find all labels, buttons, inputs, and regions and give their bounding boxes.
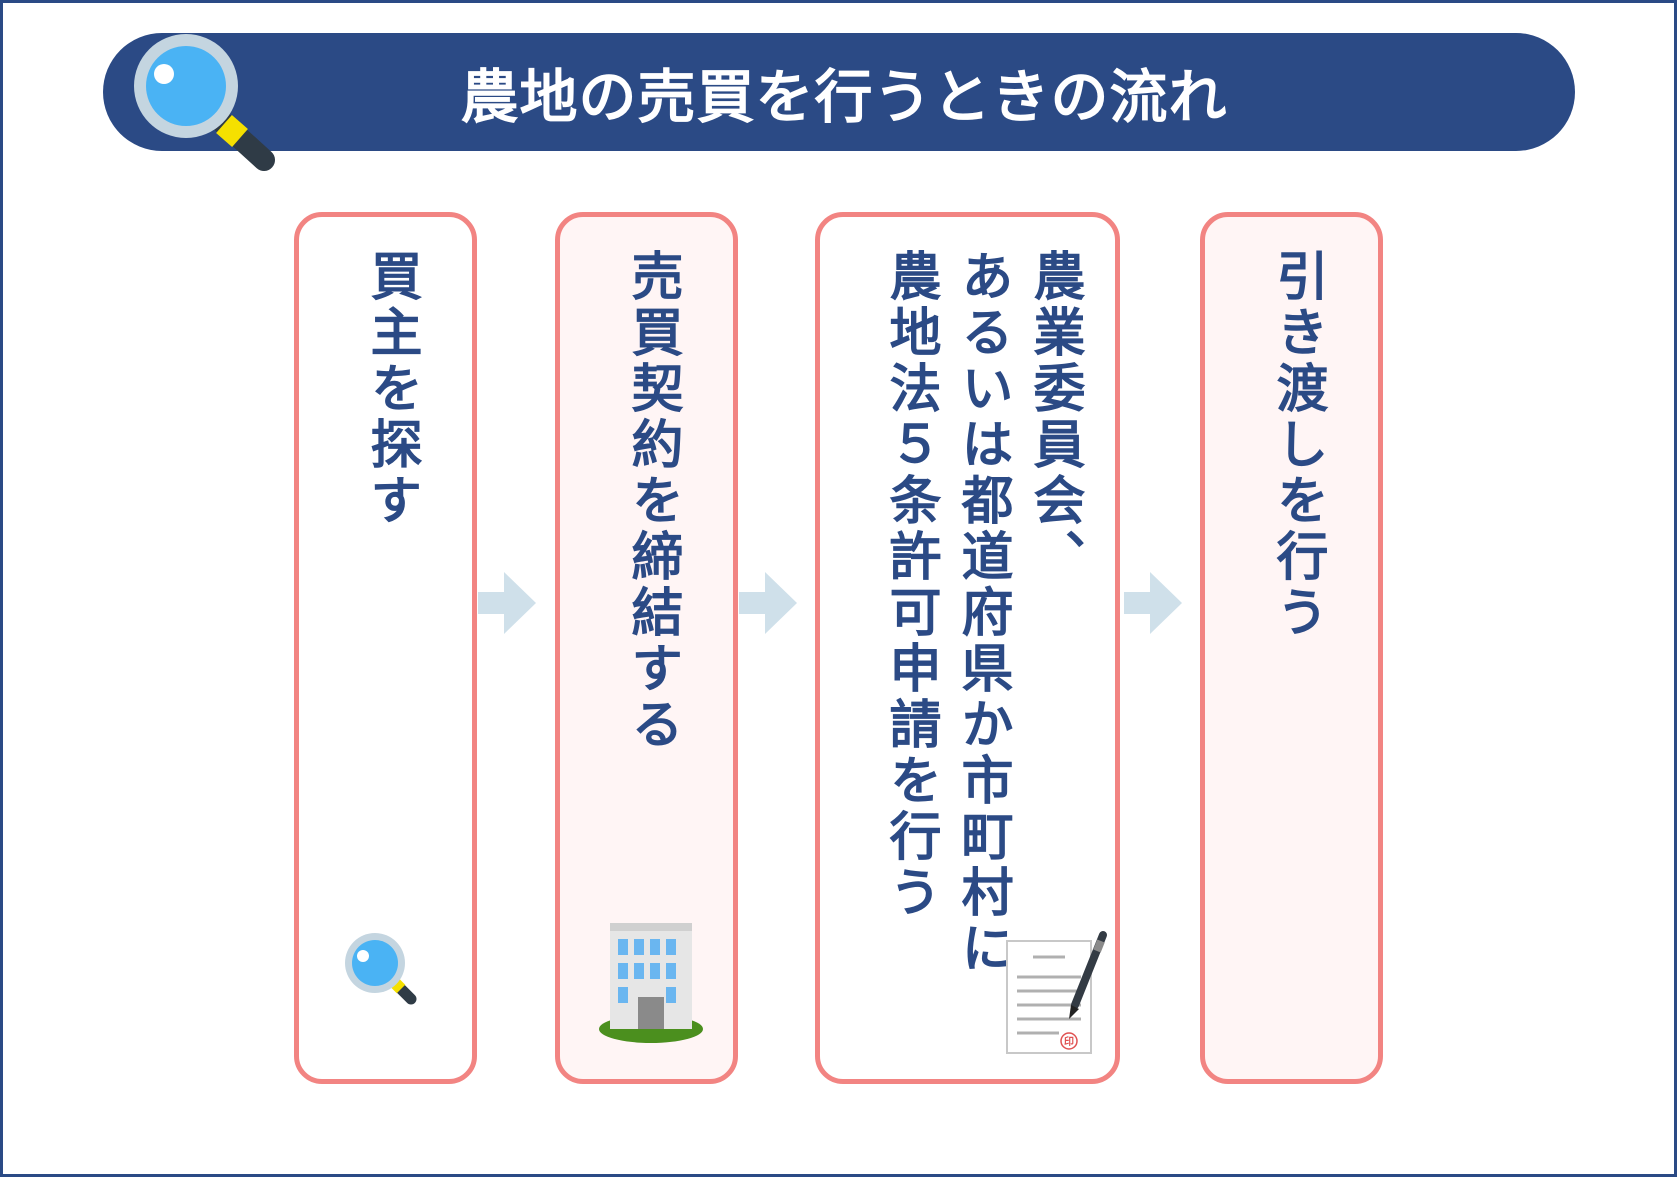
page-title: 農地の売買を行うときの流れ bbox=[460, 63, 1228, 131]
step-label-line-1: 農業委員会、 bbox=[1024, 249, 1084, 585]
step-label: 買主を探す bbox=[361, 249, 421, 529]
step-label-line-3: 農地法５条許可申請を行う bbox=[880, 249, 940, 921]
office-building-icon bbox=[599, 923, 703, 1043]
step-label: 売買契約を締結する bbox=[622, 249, 682, 753]
arrow-right-icon bbox=[739, 572, 797, 634]
arrow-right-icon bbox=[1124, 572, 1182, 634]
title-banner: 農地の売買を行うときの流れ bbox=[103, 33, 1575, 151]
step-label: 引き渡しを行う bbox=[1267, 249, 1327, 641]
document-pen-icon: 印 bbox=[1006, 931, 1107, 1054]
step-label-line-2: あるいは都道府県か市町村に bbox=[952, 249, 1012, 977]
step-card-permit-application: 農業委員会、 あるいは都道府県か市町村に 農地法５条許可申請を行う 印 bbox=[815, 212, 1120, 1084]
magnifier-icon bbox=[134, 34, 275, 171]
step-card-sign-contract: 売買契約を締結する bbox=[555, 212, 738, 1084]
step-card-handover: 引き渡しを行う bbox=[1200, 212, 1383, 1084]
step-card-find-buyer: 買主を探す bbox=[294, 212, 477, 1084]
arrow-right-icon bbox=[478, 572, 536, 634]
magnifier-icon bbox=[345, 933, 417, 1005]
stamp-mark: 印 bbox=[1064, 1036, 1074, 1048]
